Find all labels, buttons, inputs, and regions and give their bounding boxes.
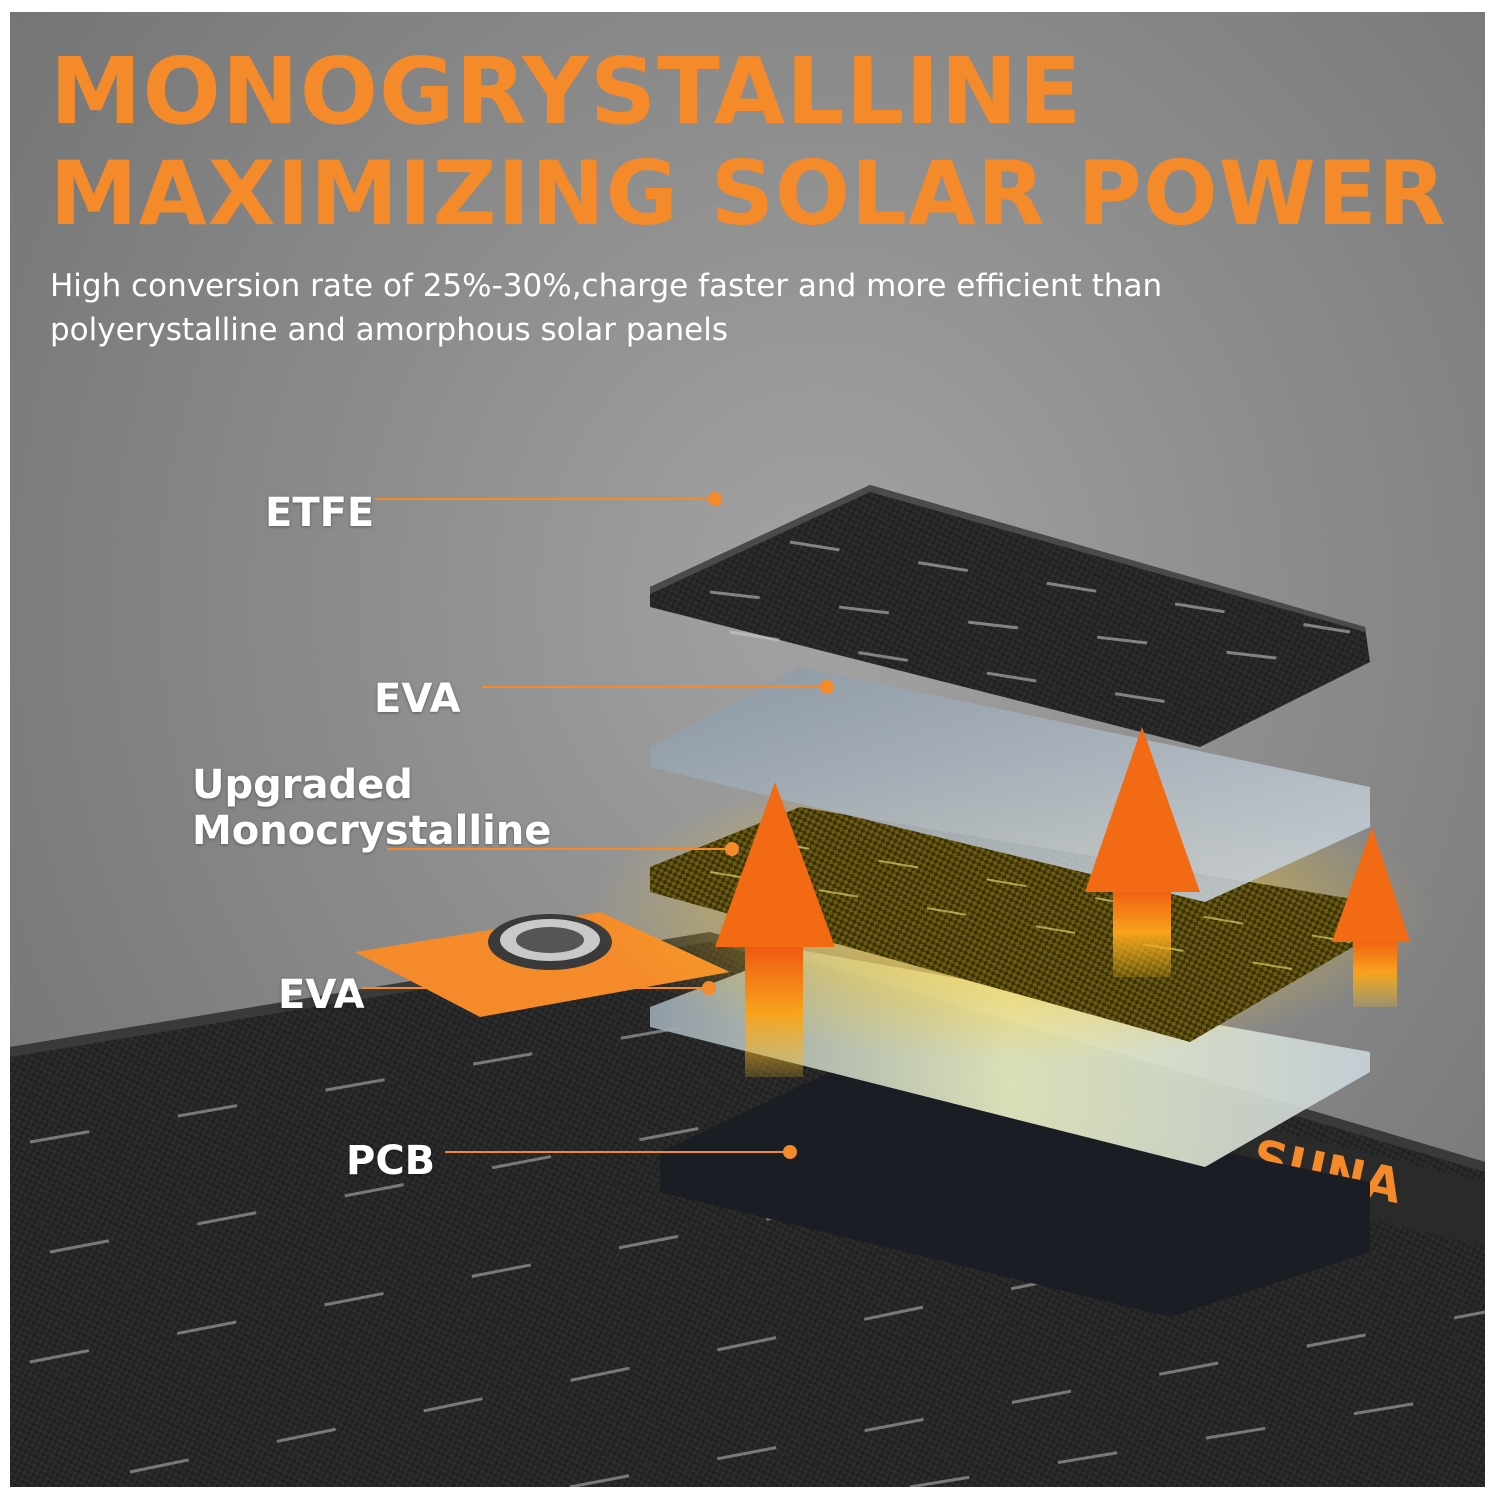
etfe-top-layer <box>650 485 1370 747</box>
upward-heat-arrow-icon <box>715 782 835 1077</box>
solar-panel-illustration: SUNA <box>10 485 1485 1487</box>
label-monocrystalline-line-1: Upgraded <box>192 762 413 808</box>
label-pcb: PCB <box>346 1138 436 1184</box>
headline-line-2: MAXIMIZING SOLAR POWER <box>50 142 1447 245</box>
pcb-board <box>660 1072 1370 1317</box>
upward-heat-arrow-icon <box>1085 727 1200 977</box>
monocrystalline-cell-layer <box>650 807 1370 1042</box>
subtitle-line-2: polyerystalline and amorphous solar pane… <box>50 312 728 348</box>
grommet-eyelet-icon <box>488 914 612 970</box>
leader-lines <box>362 492 834 1159</box>
label-monocrystalline-line-2: Monocrystalline <box>192 808 552 854</box>
eva-top-sheet <box>650 667 1370 902</box>
upward-heat-arrow-icon <box>1332 827 1410 1007</box>
label-etfe: ETFE <box>265 490 375 536</box>
diagram-frame: SUNA <box>10 12 1485 1487</box>
headline-line-1: MONOGRYSTALLINE <box>50 38 1083 145</box>
label-eva-bottom: EVA <box>278 972 365 1018</box>
label-eva-top: EVA <box>374 676 461 722</box>
subtitle-line-1: High conversion rate of 25%-30%,charge f… <box>50 268 1163 304</box>
